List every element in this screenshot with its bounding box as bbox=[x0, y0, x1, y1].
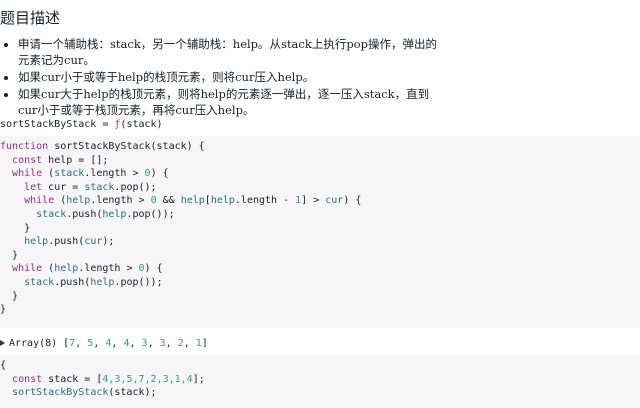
note-item: 如果cur小于或等于help的栈顶元素，则将cur压入help。 bbox=[18, 69, 438, 85]
code-editor-cell-1[interactable]: function sortStackByStack(stack) { const… bbox=[0, 136, 640, 328]
code-editor-cell-2[interactable]: { const stack = [4,3,5,7,2,3,1,4]; sortS… bbox=[0, 355, 640, 408]
note-item: 申请一个辅助栈：stack，另一个辅助栈：help。从stack上执行pop操作… bbox=[18, 36, 438, 68]
cell-name: sortStackByStack bbox=[0, 119, 97, 130]
function-glyph: ƒ bbox=[114, 119, 121, 130]
cell-value-label[interactable]: sortStackByStack = ƒ(stack) bbox=[0, 119, 163, 130]
page-title: 题目描述 bbox=[0, 9, 61, 27]
note-item: 如果cur大于help的栈顶元素，则将help的元素逐一弹出，逐一压入stack… bbox=[18, 86, 438, 118]
notes-list: 申请一个辅助栈：stack，另一个辅助栈：help。从stack上执行pop操作… bbox=[0, 36, 438, 119]
output-array-inspector[interactable]: Array(8) [7, 5, 4, 4, 3, 3, 2, 1] bbox=[0, 337, 208, 351]
expand-triangle-icon[interactable] bbox=[0, 340, 5, 346]
